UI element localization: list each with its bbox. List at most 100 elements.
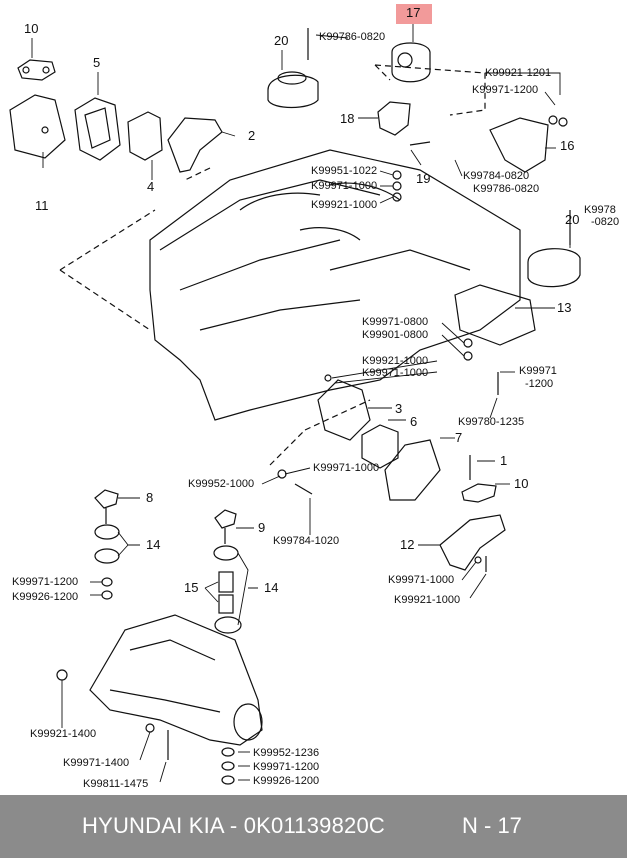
part-code-label: K99786-0820	[473, 183, 540, 195]
footer-bar: HYUNDAI KIA - 0K01139820C N - 17	[0, 795, 627, 858]
parts-diagram: 17 10 20 5 2 18 16 4 19 11 20 13 3 6 7 1…	[9, 4, 620, 790]
part-code-label: K99952-1000	[188, 478, 255, 490]
part-20b-bushing	[527, 248, 581, 288]
part-11-mount	[9, 94, 66, 159]
part-code-label: K99784-0820	[463, 170, 530, 182]
part-2-bracket	[167, 117, 223, 173]
part-code-label: K9978	[584, 204, 616, 216]
part-13-mount	[454, 284, 536, 346]
part-5-inner	[84, 107, 111, 149]
callout-12: 12	[400, 537, 415, 552]
part-code-label: K99971-1200	[253, 761, 320, 773]
bottom-nut-a	[145, 723, 155, 733]
differential-ribs	[109, 639, 221, 713]
part-code-label: K99971-0800	[362, 316, 429, 328]
callout-20b: 20	[565, 212, 580, 227]
part-15-sleeve-b	[218, 594, 234, 614]
callout-15: 15	[184, 580, 199, 595]
callout-8: 8	[146, 490, 154, 505]
callout-3: 3	[395, 401, 403, 416]
part-10b-bracket	[461, 483, 497, 503]
callout-10: 10	[24, 21, 39, 36]
hw-6	[463, 338, 473, 348]
part-14a-upper	[94, 524, 120, 540]
part-7-mount	[384, 439, 441, 501]
part-8-washer	[94, 489, 119, 509]
part-20-top	[277, 71, 307, 85]
callout-16: 16	[560, 138, 575, 153]
part-code-label: K99971-1400	[63, 757, 130, 769]
part-code-label: K99926-1200	[12, 591, 79, 603]
part-code-label: K99811-1475	[83, 778, 149, 790]
hw-bolt-19	[409, 141, 431, 146]
part-10-hole-1	[22, 66, 30, 74]
callout-2: 2	[248, 128, 256, 143]
part-code-label: K99921-1000	[311, 199, 378, 211]
part-code-label: K99921-1000	[362, 355, 429, 367]
left-nut	[56, 669, 68, 681]
engine-block-detail	[159, 179, 471, 331]
part-11-hole	[41, 126, 49, 134]
part-code-label: K99926-1200	[253, 775, 320, 787]
part-code-label: K99921-1400	[30, 728, 97, 740]
part-code-label: K99786-0820	[319, 31, 386, 43]
hw-1	[392, 170, 402, 180]
part-10-bracket	[17, 59, 56, 81]
callout-13: 13	[557, 300, 572, 315]
callout-19: 19	[416, 171, 431, 186]
part-code-label: K99971-1200	[12, 576, 79, 588]
leader-lines	[31, 24, 571, 783]
part-nut-1	[101, 577, 113, 587]
bottom-washer-3	[221, 775, 235, 785]
callout-1: 1	[500, 453, 508, 468]
engine-block-outline	[149, 149, 521, 421]
part-12-bracket	[439, 514, 506, 571]
dashed-ref-3	[269, 399, 371, 466]
hw-8	[324, 374, 332, 382]
bottom-washer-1	[221, 747, 235, 757]
callout-4: 4	[147, 179, 155, 194]
callout-14a: 14	[146, 537, 161, 552]
part-code-label: K99971-1000	[313, 462, 380, 474]
part-code-label: K99971-1000	[311, 180, 378, 192]
part-code-label: K99951-1022	[311, 165, 378, 177]
hw-7	[463, 351, 473, 361]
part-4-mount	[127, 111, 163, 161]
callout-17: 17	[406, 5, 421, 20]
part-16-bracket	[489, 117, 549, 173]
part-code-label: K99971-1000	[388, 574, 455, 586]
part-code-label: K99921-1201	[485, 67, 552, 79]
part-code-label: K99780-1235	[458, 416, 525, 428]
part-14b-lower	[214, 616, 242, 634]
part-5-mount	[74, 97, 121, 161]
part-18-bracket	[377, 101, 411, 136]
part-20-bushing	[267, 74, 319, 109]
hw-3	[392, 192, 402, 202]
part-code-label: K99952-1236	[253, 747, 320, 759]
part-code-label: K99971-1200	[472, 84, 539, 96]
part-15-sleeve-a	[218, 571, 234, 593]
callout-20: 20	[274, 33, 289, 48]
callout-14b: 14	[264, 580, 279, 595]
part-code-label: -0820	[591, 216, 620, 228]
callout-7: 7	[455, 430, 463, 445]
hw-10	[474, 556, 482, 564]
callout-5: 5	[93, 55, 101, 70]
part-nut-2	[101, 590, 113, 600]
callout-10b: 10	[514, 476, 529, 491]
part-3-bracket	[317, 379, 371, 441]
part-code-label: -1200	[525, 378, 554, 390]
part-code-label: K99901-0800	[362, 329, 429, 341]
part-code-label: K99921-1000	[394, 594, 461, 606]
part-code-label: K99971-1000	[362, 367, 429, 379]
differential-housing	[89, 614, 263, 746]
part-code-label: K99784-1020	[273, 535, 340, 547]
hw-2	[392, 181, 402, 191]
part-9-washer	[214, 509, 237, 529]
part-14b-upper	[213, 545, 239, 561]
engine-head-detail	[239, 182, 401, 241]
dashed-ref-1	[59, 167, 211, 331]
callout-9: 9	[258, 520, 266, 535]
part-17-hole	[397, 52, 413, 68]
part-code-label: K99971	[519, 365, 557, 377]
